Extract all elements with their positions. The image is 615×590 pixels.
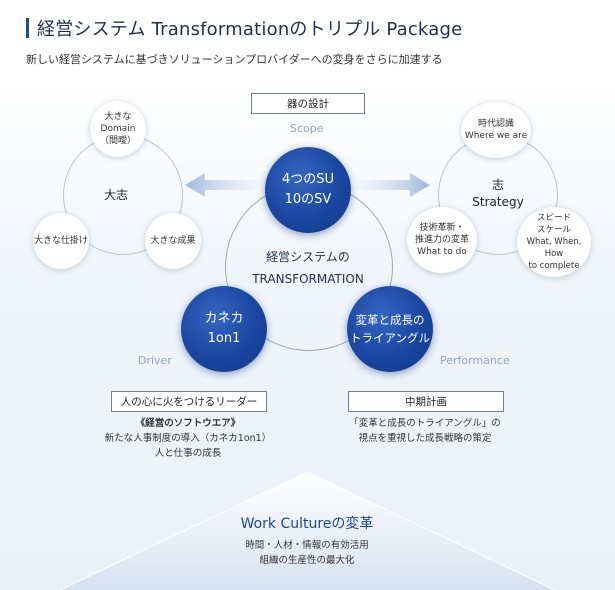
large-domain-circle: 大きな Domain （間曖） xyxy=(90,101,146,157)
work-culture-title: Work Cultureの変革 xyxy=(240,516,374,532)
scope-axis-label: Scope xyxy=(290,122,324,135)
left-arrow xyxy=(185,173,258,197)
su-sv-circle: 4つのSU 10のSV xyxy=(265,147,351,233)
large-mechanism-circle: 大きな仕掛け xyxy=(33,213,89,269)
performance-axis-label: Performance xyxy=(440,354,510,367)
speed-scale-circle: スピード スケール What, When, How to complete xyxy=(517,207,591,277)
driver-axis-label: Driver xyxy=(138,354,172,367)
driver-label-box: 人の心に火をつけるリーダー xyxy=(111,391,267,412)
scope-label-box: 器の設計 xyxy=(251,93,365,114)
work-culture-pyramid xyxy=(60,472,555,590)
page-subtitle: 新しい経営システムに基づきソリューションプロバイダーへの変身をさらに加速する xyxy=(26,53,443,66)
page-title: 経営システム Transformationのトリプル Package xyxy=(37,19,463,40)
kaneka-1on1-circle: カネカ 1on1 xyxy=(181,286,267,372)
era-awareness-circle: 時代認識 Where we are xyxy=(461,102,531,158)
right-arrow xyxy=(357,173,430,197)
right-cluster-center: 志 Strategy xyxy=(472,178,524,209)
performance-description: 「変革と成長のトライアングル」の 視点を重視した成長戦略の策定 xyxy=(349,418,501,444)
driver-description: 《経営のソフトウエア》 新たな人事制度の導入（カネカ1on1） 人と仕事の成長 xyxy=(104,418,272,459)
left-cluster-center: 大志 xyxy=(104,188,129,202)
triangle-circle: 変革と成長の トライアングル xyxy=(347,286,433,372)
work-culture-description: 時間・人材・情報の有効活用 組織の生産性の最大化 xyxy=(245,540,369,566)
performance-label-box: 中期計画 xyxy=(348,391,504,412)
title-accent-bar xyxy=(26,18,29,38)
core-center-text: 経営システムの TRANSFORMATION xyxy=(252,250,364,286)
innovation-circle: 技術革新・ 推進力の変革 What to do xyxy=(407,207,477,273)
large-result-circle: 大きな成果 xyxy=(145,213,201,269)
